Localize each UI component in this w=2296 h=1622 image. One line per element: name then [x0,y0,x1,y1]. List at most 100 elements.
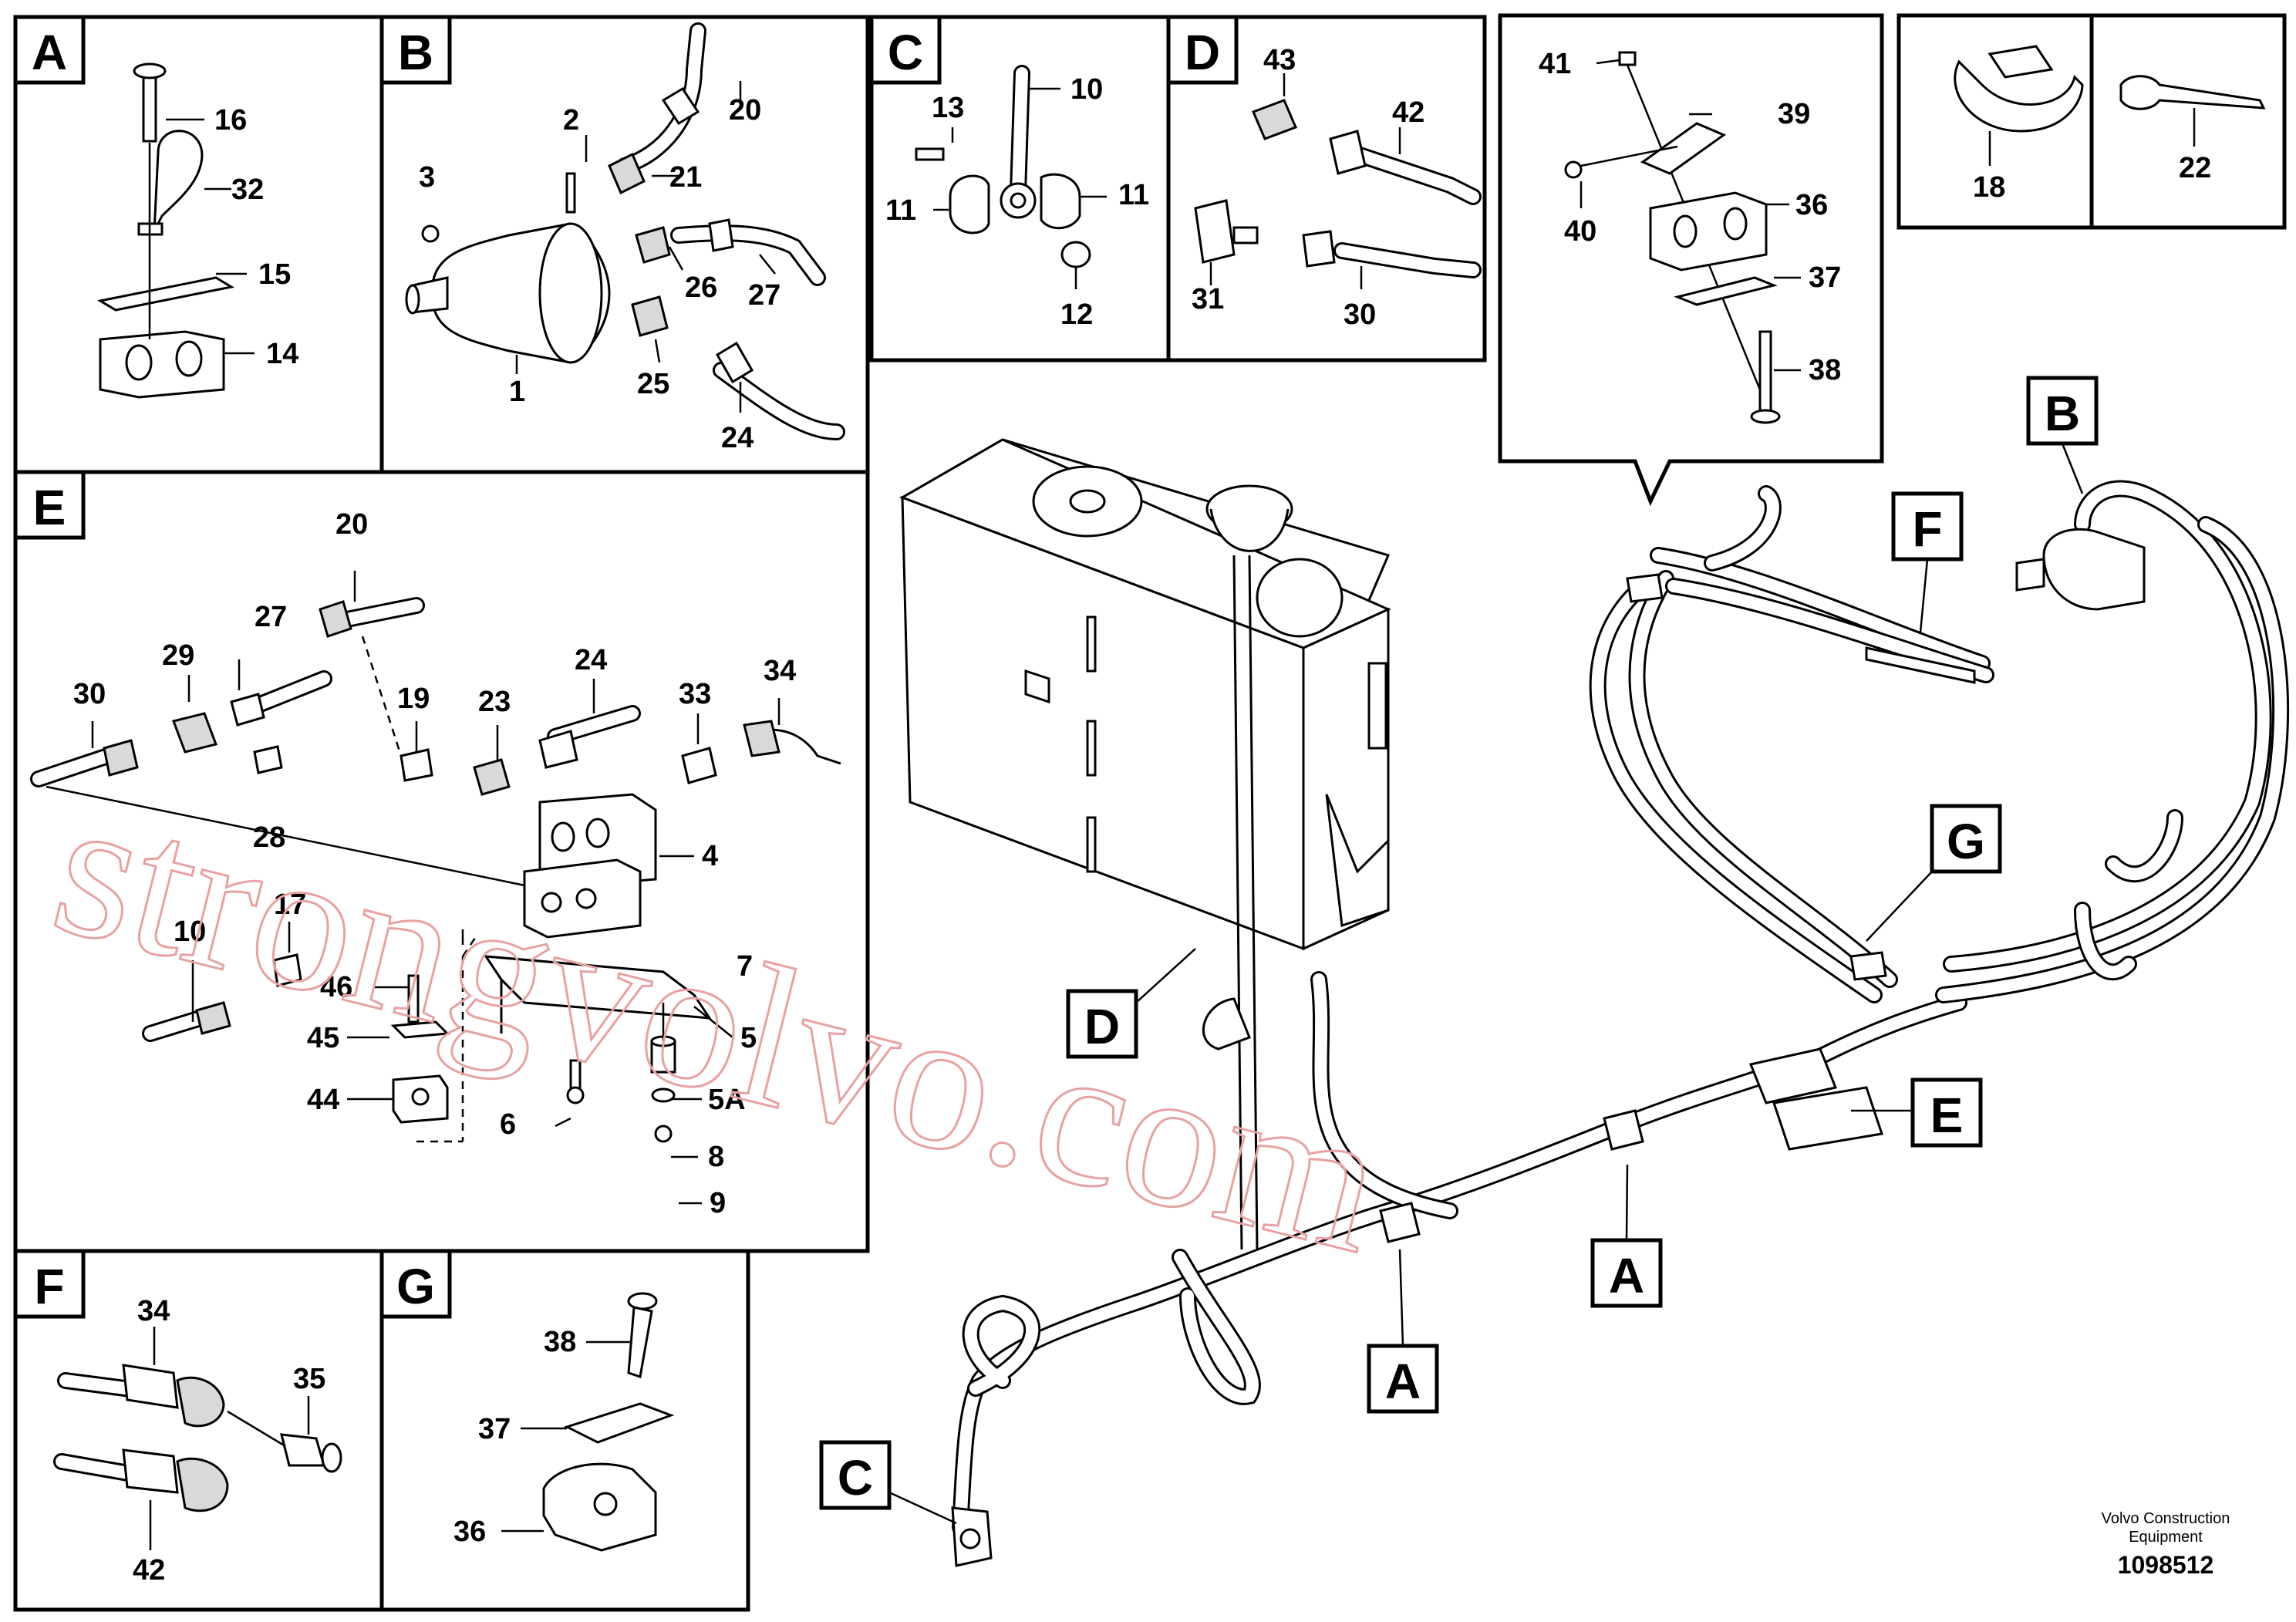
label-1: 1 [509,376,525,408]
panel-g-drawing [501,1292,675,1552]
label-31: 31 [1192,283,1224,315]
label-25: 25 [637,368,669,400]
label-24-e: 24 [575,644,607,676]
panel-e-labels: 20 27 29 30 24 23 19 33 34 28 4 17 10 7 … [73,508,796,1219]
panel-b-labels: 2 3 20 21 26 27 25 24 1 [419,94,781,454]
label-20-e: 20 [335,508,368,541]
label-5: 5 [740,1022,757,1054]
label-42-f: 42 [133,1554,165,1587]
label-10-e: 10 [174,916,206,948]
callout-f: F [1912,501,1942,557]
main-components [951,528,2146,1567]
drawing-number: 1098512 [2118,1551,2214,1579]
label-38-top: 38 [1809,354,1841,386]
callout-a-right: A [1609,1248,1644,1303]
label-35: 35 [293,1363,325,1395]
label-15: 15 [258,258,291,291]
panel-clips-drawing [1954,45,2266,166]
panel-a-labels: 16 32 15 14 [214,104,298,370]
panel-clips-labels: 18 22 [1973,152,2211,204]
label-20: 20 [729,94,761,126]
panel-tag-c: C [888,25,923,80]
label-13: 13 [932,92,964,124]
panel-tag-f: F [34,1259,64,1314]
main-callouts: B F G E A A C D [819,376,2099,1525]
label-10: 10 [1070,73,1103,106]
label-5a: 5A [708,1084,746,1116]
label-30-e: 30 [73,678,106,710]
label-16: 16 [214,104,247,137]
panel-b-drawing [405,22,845,440]
label-28: 28 [253,821,285,854]
hydraulic-tank [899,438,1391,1250]
callout-b: B [2045,386,2080,441]
panel-g-labels: 38 37 36 [453,1326,576,1548]
label-17: 17 [274,889,306,921]
callout-e: E [1930,1088,1964,1143]
label-34-f: 34 [137,1295,170,1327]
label-29: 29 [162,639,194,672]
label-19: 19 [397,683,430,715]
footer-company-line2: Equipment [2129,1529,2203,1546]
hose-routing [952,480,2290,1536]
label-18: 18 [1973,171,2005,204]
label-39: 39 [1778,98,1810,130]
panel-tag-b: B [398,25,433,80]
panel-top-clamp-drawing [1564,51,1801,424]
label-12: 12 [1060,298,1093,331]
panel-tags: A B C D E F G [13,15,1239,1319]
label-36-top: 36 [1795,189,1828,221]
label-27-e: 27 [255,601,287,633]
label-22: 22 [2179,152,2211,184]
callout-d: D [1084,999,1120,1054]
label-37-top: 37 [1809,261,1841,294]
label-23: 23 [478,686,511,718]
footer: Volvo Construction Equipment 1098512 [2102,1510,2230,1579]
label-14: 14 [266,338,298,370]
label-38-g: 38 [544,1326,576,1358]
label-30: 30 [1344,298,1376,331]
label-45: 45 [307,1022,339,1054]
label-11-left: 11 [885,194,916,227]
panel-a-drawing [96,62,255,399]
panel-c-labels: 13 10 11 11 12 [885,73,1149,331]
label-6: 6 [500,1108,516,1141]
panel-tag-d: D [1185,25,1220,80]
panel-d-drawing [1194,73,1482,289]
panel-tag-g: G [396,1259,435,1314]
panel-f-labels: 34 35 42 [133,1295,325,1587]
label-40: 40 [1564,215,1596,248]
label-42: 42 [1392,96,1424,129]
callout-a-left: A [1385,1354,1421,1409]
panel-tag-a: A [32,25,67,80]
label-26: 26 [685,271,717,304]
panel-f-drawing [53,1327,342,1550]
label-41: 41 [1539,48,1571,80]
label-33: 33 [679,678,711,710]
panel-top-clamp-labels: 41 39 40 36 37 38 [1539,48,1841,386]
label-46: 46 [320,971,352,1003]
label-3: 3 [419,161,435,194]
label-37-g: 37 [478,1413,511,1445]
label-32: 32 [231,174,264,206]
label-34-e: 34 [764,655,796,687]
panel-c-drawing [915,65,1107,289]
callout-g: G [1947,814,1985,869]
label-27: 27 [748,279,781,312]
label-8: 8 [708,1141,724,1173]
label-43: 43 [1263,44,1296,76]
label-11-right: 11 [1118,179,1149,211]
panel-e-drawing [30,571,841,1205]
label-21: 21 [669,161,702,194]
label-24: 24 [721,422,754,454]
callout-c: C [838,1450,873,1506]
label-36-g: 36 [453,1516,486,1548]
panel-d-labels: 43 42 31 30 [1192,44,1424,331]
label-9: 9 [710,1187,726,1219]
label-2: 2 [563,104,579,137]
label-44: 44 [307,1084,339,1116]
label-4: 4 [702,840,718,872]
label-7: 7 [737,950,753,983]
panel-tag-e: E [33,480,66,535]
